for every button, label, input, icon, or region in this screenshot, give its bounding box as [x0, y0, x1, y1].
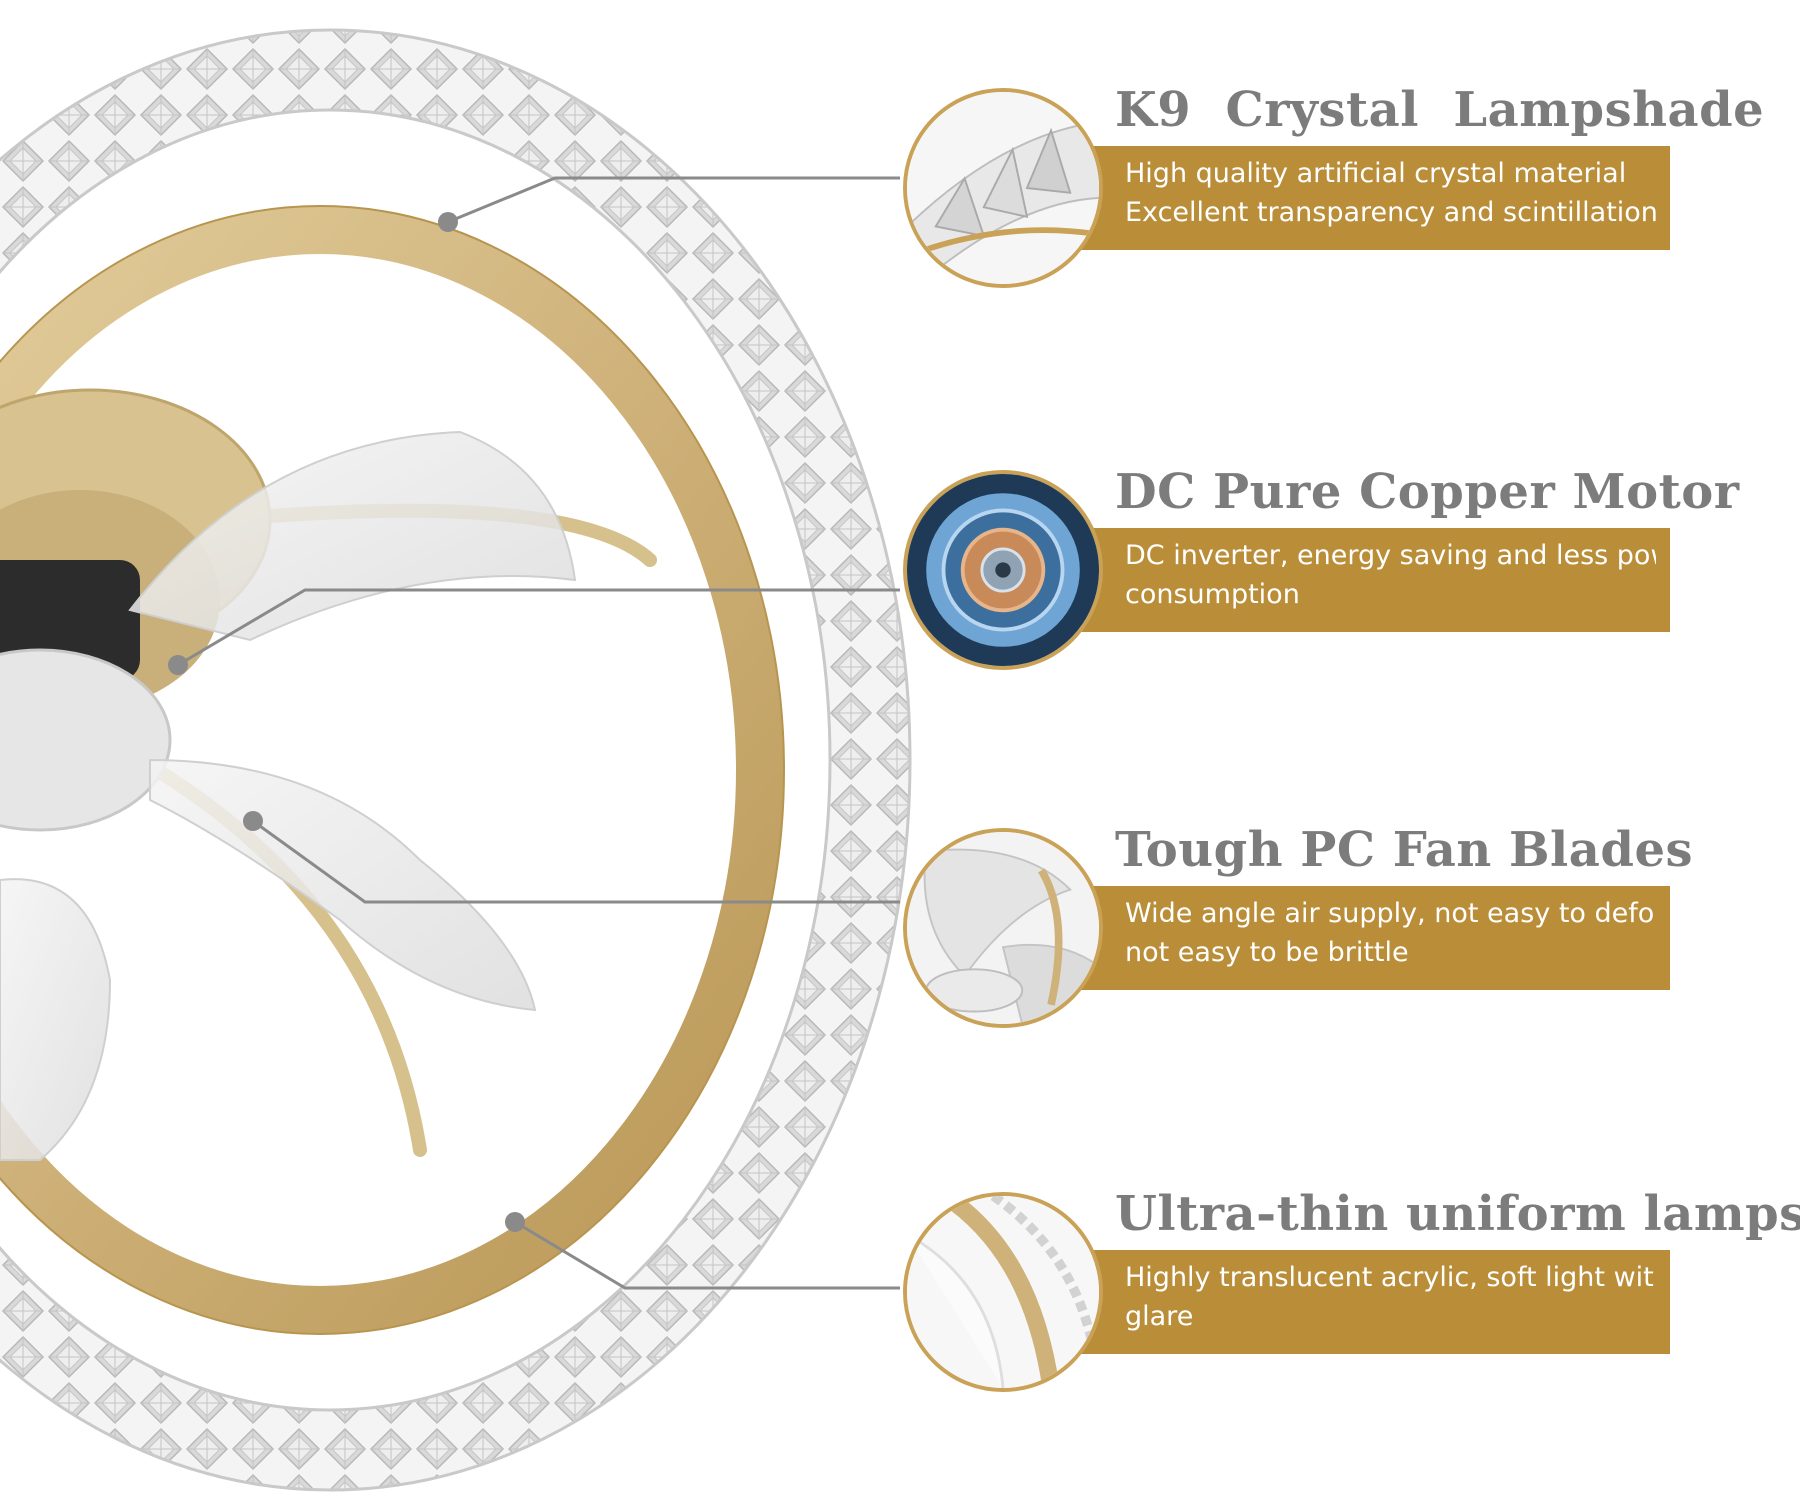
feature-description-panel: Highly translucent acrylic, soft light w…: [1075, 1250, 1670, 1354]
feature-description-line: High quality artificial crystal material: [1125, 158, 1627, 189]
motor-closeup-icon: [903, 470, 1103, 670]
feature-description-panel: Wide angle air supply, not easy to defor…: [1075, 886, 1670, 990]
feature-title: Tough PC Fan Blades: [1115, 822, 1693, 878]
feature-description-line: consumption: [1125, 579, 1300, 610]
feature-pc-fan-blades: Tough PC Fan Blades Wide angle air suppl…: [900, 818, 1800, 1028]
feature-acrylic-lampshade: Ultra-thin uniform lampshade Highly tran…: [900, 1182, 1800, 1392]
feature-copper-motor: DC Pure Copper Motor DC inverter, energy…: [900, 460, 1800, 670]
feature-description-panel: High quality artificial crystal material…: [1075, 146, 1670, 250]
feature-description-line: not easy to be brittle: [1125, 937, 1409, 968]
feature-crystal-lampshade: K9 Crystal Lampshade High quality artifi…: [900, 78, 1800, 288]
crystal-closeup-icon: [903, 88, 1103, 288]
feature-description-line: Excellent transparency and scintillation…: [1125, 197, 1656, 228]
feature-title: Ultra-thin uniform lampshade: [1115, 1186, 1800, 1242]
feature-description-line: DC inverter, energy saving and less powe…: [1125, 540, 1656, 571]
fan-blade-closeup-icon: [903, 828, 1103, 1028]
feature-description-line: glare: [1125, 1301, 1194, 1332]
feature-title: K9 Crystal Lampshade: [1115, 82, 1765, 138]
feature-description-line: Wide angle air supply, not easy to defor…: [1125, 898, 1656, 929]
feature-description-panel: DC inverter, energy saving and less powe…: [1075, 528, 1670, 632]
feature-description-line: Highly translucent acrylic, soft light w…: [1125, 1262, 1656, 1293]
acrylic-shade-closeup-icon: [903, 1192, 1103, 1392]
feature-title: DC Pure Copper Motor: [1115, 464, 1740, 520]
